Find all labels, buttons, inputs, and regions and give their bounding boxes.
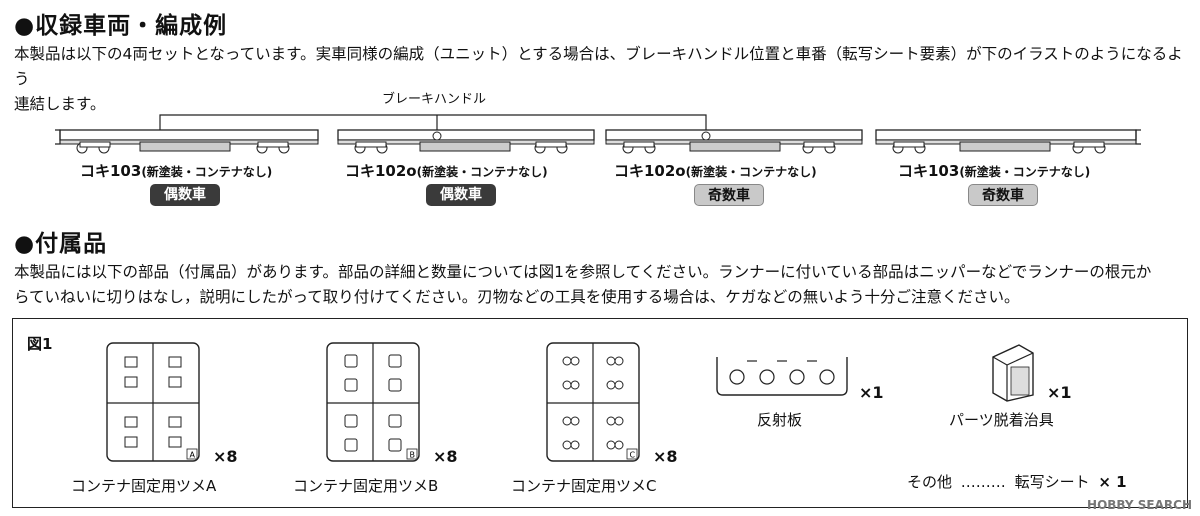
parts-removal-jig-illustration xyxy=(992,344,1034,402)
decal-sheet-label: 転写シート xyxy=(1014,473,1090,491)
section-heading-cars: ●収録車両・編成例 xyxy=(14,13,228,39)
runner-c-label: コンテナ固定用ツメC xyxy=(511,477,657,495)
section-text-accessories: 本製品には以下の部品（付属品）があります。部品の詳細と数量については図1を参照し… xyxy=(14,263,1152,306)
reflector-plate-illustration xyxy=(716,357,848,396)
runner-a-illustration: A xyxy=(106,342,200,462)
other-items-line: その他 ……… 転写シート × 1 xyxy=(907,471,1127,492)
watermark: HOBBY SEARCH xyxy=(1087,498,1192,512)
car-label-2: コキ102o(新塗装・コンテナなし) xyxy=(345,162,548,180)
car-label-4: コキ103(新塗装・コンテナなし) xyxy=(898,162,1091,180)
runner-c-tag: C xyxy=(630,451,636,460)
runner-c-illustration: C xyxy=(546,342,640,462)
runner-b-label: コンテナ固定用ツメB xyxy=(293,477,439,495)
runner-a-tag: A xyxy=(190,451,196,460)
even-car-badge-1: 偶数車 xyxy=(150,184,220,206)
other-label: その他 xyxy=(907,473,953,491)
even-car-badge-2: 偶数車 xyxy=(426,184,496,206)
runner-a-label: コンテナ固定用ツメA xyxy=(71,477,217,495)
odd-car-badge-1: 奇数車 xyxy=(694,184,764,206)
brake-handle-label: ブレーキハンドル xyxy=(382,92,487,107)
runner-b-tag: B xyxy=(410,451,416,460)
reflector-qty: ×1 xyxy=(859,383,884,402)
section-heading-accessories: ●付属品 xyxy=(14,231,108,257)
odd-car-badge-2: 奇数車 xyxy=(968,184,1038,206)
figure-title: 図1 xyxy=(27,335,53,353)
other-dots: ……… xyxy=(960,473,1006,491)
section-text-cars: 本製品は以下の4両セットとなっています。実車同様の編成（ユニット）とする場合は、… xyxy=(14,45,1183,113)
jig-qty: ×1 xyxy=(1047,383,1072,402)
figure-1-box: 図1 A ×8 コンテナ固定用ツメA B ×8 コンテナ固定用ツメB xyxy=(12,318,1188,508)
jig-label: パーツ脱着治具 xyxy=(949,411,1054,429)
runner-c-qty: ×8 xyxy=(653,447,678,466)
car-label-1: コキ103(新塗装・コンテナなし) xyxy=(80,162,273,180)
runner-b-illustration: B xyxy=(326,342,420,462)
decal-sheet-qty: × 1 xyxy=(1098,473,1127,491)
train-illustration xyxy=(55,114,1141,154)
runner-a-qty: ×8 xyxy=(213,447,238,466)
reflector-label: 反射板 xyxy=(757,411,803,429)
car-label-3: コキ102o(新塗装・コンテナなし) xyxy=(614,162,817,180)
runner-b-qty: ×8 xyxy=(433,447,458,466)
